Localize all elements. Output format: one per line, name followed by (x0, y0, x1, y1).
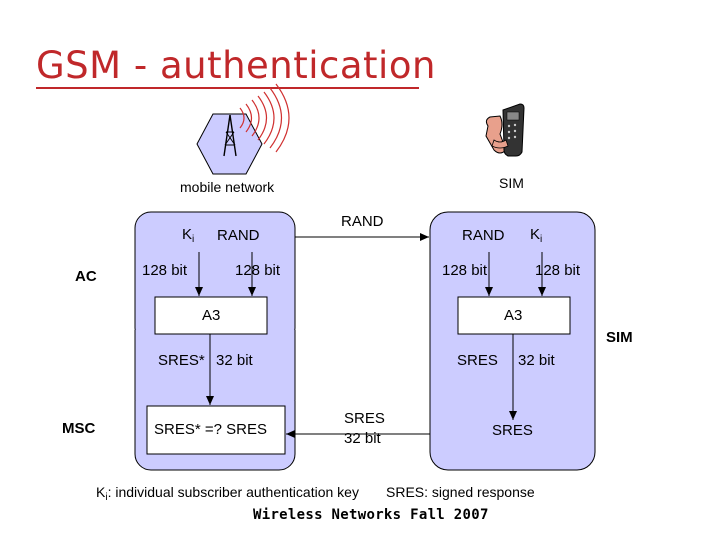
sim-header-label: SIM (499, 175, 524, 191)
mobile-phone-icon (485, 103, 525, 157)
mobile-network-label: mobile network (180, 179, 275, 195)
title-underline (36, 87, 419, 89)
sim-a3-label: A3 (504, 307, 523, 324)
legend-ki: Ki: individual subscriber authentication… (96, 484, 359, 503)
ac-label: AC (75, 268, 97, 285)
sres-star-bits: 32 bit (216, 352, 253, 369)
transmitted-rand-label: RAND (341, 213, 384, 230)
transmitted-sres-label: SRES (344, 410, 385, 427)
sim-ki-label: Ki (530, 226, 543, 245)
network-ki-bits: 128 bit (142, 262, 188, 279)
network-connector (135, 330, 295, 400)
sim-a3-box (457, 296, 571, 335)
footer: Wireless Networks Fall 2007 (253, 507, 489, 523)
transmitted-sres-bits: 32 bit (344, 430, 381, 447)
msc-label: MSC (62, 420, 96, 437)
sim-rand-label: RAND (462, 227, 505, 244)
compare-box (146, 405, 286, 455)
sim-ki-bits: 128 bit (535, 262, 581, 279)
network-a3-box (154, 296, 268, 335)
legend-sres: SRES: signed response (386, 484, 535, 500)
sim-sres-bits: 32 bit (518, 352, 555, 369)
radio-waves-icon (239, 83, 290, 153)
compare-label: SRES* =? SRES (154, 421, 267, 438)
sim-box-label: SIM (606, 329, 633, 346)
page-title: GSM - authentication (36, 44, 436, 87)
antenna-tower-icon (196, 113, 263, 175)
network-a3-label: A3 (202, 307, 221, 324)
network-rand-label: RAND (217, 227, 260, 244)
sres-star-label: SRES* (158, 352, 205, 369)
sim-rand-bits: 128 bit (442, 262, 488, 279)
network-ki-label: Ki (182, 226, 195, 245)
sim-sres-label: SRES (457, 352, 498, 369)
network-rand-bits: 128 bit (235, 262, 281, 279)
sim-sres-output-label: SRES (492, 422, 533, 439)
